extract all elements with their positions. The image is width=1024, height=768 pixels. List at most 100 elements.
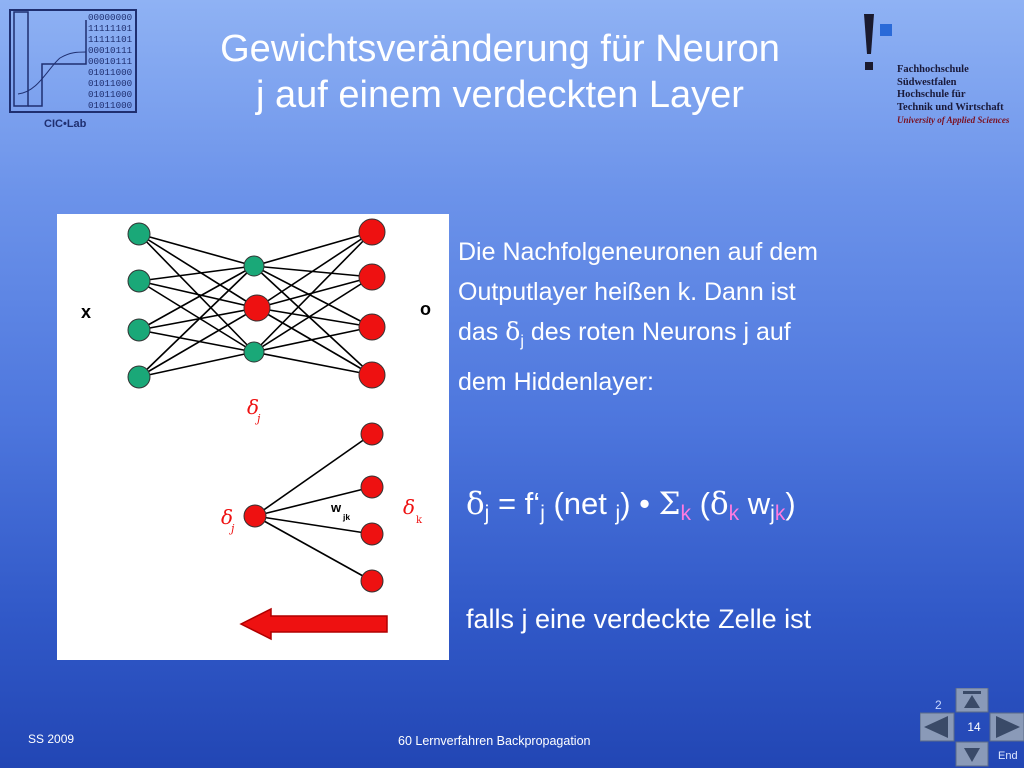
fanout-edge [254, 515, 373, 535]
prev-counter: 2 [935, 698, 942, 712]
hidden-neuron [243, 255, 265, 277]
fh-swf-text: Fachhochschule Südwestfalen Hochschule f… [897, 64, 1009, 127]
left-arrow-icon [924, 716, 948, 738]
title-line-2: j auf einem verdeckten Layer [256, 74, 744, 116]
desc-line-4: dem Hiddenlayer: [458, 368, 654, 396]
nav-down-button[interactable] [955, 741, 989, 767]
hidden-output-edge [253, 265, 373, 376]
binary-row: 00010111 [88, 45, 133, 56]
weight-label: w jk [330, 500, 350, 522]
nav-home-button[interactable] [955, 688, 989, 713]
formula-sub-j: j [484, 502, 490, 525]
hidden-output-edge [253, 265, 373, 328]
desc-line-2: Outputlayer heißen k. Dann ist [458, 278, 796, 306]
formula-delta: δ [466, 486, 485, 522]
output-neuron [358, 361, 386, 389]
end-link[interactable]: End [998, 750, 1018, 762]
binary-row: 01011000 [88, 100, 132, 111]
binary-row: 00000000 [88, 12, 132, 23]
condition-text: falls j eine verdeckte Zelle ist [466, 604, 812, 634]
delta-symbol: δ [221, 505, 233, 529]
formula-sub-j: j [540, 502, 545, 525]
hidden-output-edge [256, 231, 373, 309]
input-neuron [127, 269, 151, 293]
input-hidden-edge [138, 329, 255, 353]
formula-sub-k: k [774, 502, 786, 525]
binary-row: 01011000 [88, 89, 132, 100]
input-label: x [81, 302, 91, 322]
footer-semester: SS 2009 [28, 732, 75, 746]
down-arrow-icon [964, 748, 980, 762]
desc-line-1: Die Nachfolgeneuronen auf dem [458, 238, 818, 266]
formula-final: ) [785, 486, 796, 521]
fanout-edge [254, 486, 373, 517]
up-arrow-icon [964, 695, 980, 708]
delta-j-upper: δ j [247, 395, 261, 425]
hidden-output-edge [253, 231, 373, 353]
input-neuron [127, 222, 151, 246]
fh-swf-logo [858, 10, 1018, 130]
formula-sub-j: j [615, 502, 621, 525]
fh-line: Fachhochschule [897, 64, 969, 75]
fanout-edge [254, 433, 373, 517]
network-nodes [127, 218, 386, 593]
delta-sub: j [520, 333, 524, 350]
binary-row: 01011000 [88, 67, 132, 78]
delta-sub: k [416, 515, 423, 526]
fh-line: Südwestfalen [897, 76, 957, 88]
home-bar-icon [963, 691, 981, 694]
input-neuron [127, 318, 151, 342]
input-hidden-edge [138, 233, 255, 267]
formula: δj = f‘j (net j) • Σk (δk wjk) [466, 486, 796, 526]
footer-chapter: 60 Lernverfahren Backpropagation [398, 734, 591, 748]
successor-neuron-k [360, 422, 384, 446]
formula-bullet: • [630, 486, 659, 521]
input-hidden-edge [138, 233, 258, 309]
binary-row: 11111101 [88, 34, 133, 45]
hidden-output-edge [253, 231, 373, 267]
binary-row: 11111101 [88, 23, 133, 34]
hidden-output-edge [253, 276, 373, 353]
input-hidden-edge [138, 265, 255, 331]
input-hidden-edge [138, 265, 255, 378]
lab-label: Lab [67, 118, 87, 130]
successor-neuron-k [360, 522, 384, 546]
hidden-neuron-j [243, 294, 271, 322]
formula-sigma: Σ [658, 486, 681, 522]
desc-line-3: das δj des roten Neurons j auf [458, 312, 978, 362]
network-edges [138, 231, 373, 378]
input-hidden-edge [138, 265, 255, 282]
binary-row: 01011000 [88, 78, 132, 89]
input-neuron [127, 365, 151, 389]
delta-j-lower: δ j [221, 505, 235, 535]
successor-neuron-k [360, 569, 384, 593]
input-hidden-edge [138, 307, 258, 378]
formula-delta: δ [709, 486, 729, 522]
desc-rest: des roten Neurons j auf [523, 318, 791, 346]
hidden-output-edge [256, 276, 373, 309]
fh-subline: University of Applied Sciences [897, 115, 1010, 125]
output-neuron [358, 218, 386, 246]
desc-das: das [458, 318, 506, 346]
neuron-j [243, 504, 267, 528]
nav-prev-button[interactable] [920, 712, 955, 742]
formula-sub-k: k [680, 502, 692, 525]
formula-sub-k: k [728, 502, 740, 525]
formula-open: ( [691, 486, 710, 521]
title-line-1: Gewichtsveränderung für Neuron [220, 28, 780, 70]
nav-next-button[interactable] [989, 712, 1024, 742]
delta-symbol: δ [505, 317, 521, 346]
backprop-arrow [239, 607, 388, 641]
weight-sub: jk [342, 512, 350, 522]
formula-w: w [739, 486, 771, 521]
delta-symbol: δ [403, 495, 415, 519]
output-neuron [358, 263, 386, 291]
delta-sub: j [228, 522, 235, 535]
formula-net: (net [544, 486, 616, 521]
hidden-output-edge [253, 326, 373, 353]
fh-line: Technik und Wirtschaft [897, 101, 1004, 113]
delta-sub: j [254, 412, 261, 425]
input-hidden-edge [138, 351, 255, 378]
formula-sub-j: j [770, 502, 775, 525]
svg-text:CIC•Lab: CIC•Lab [44, 118, 87, 130]
